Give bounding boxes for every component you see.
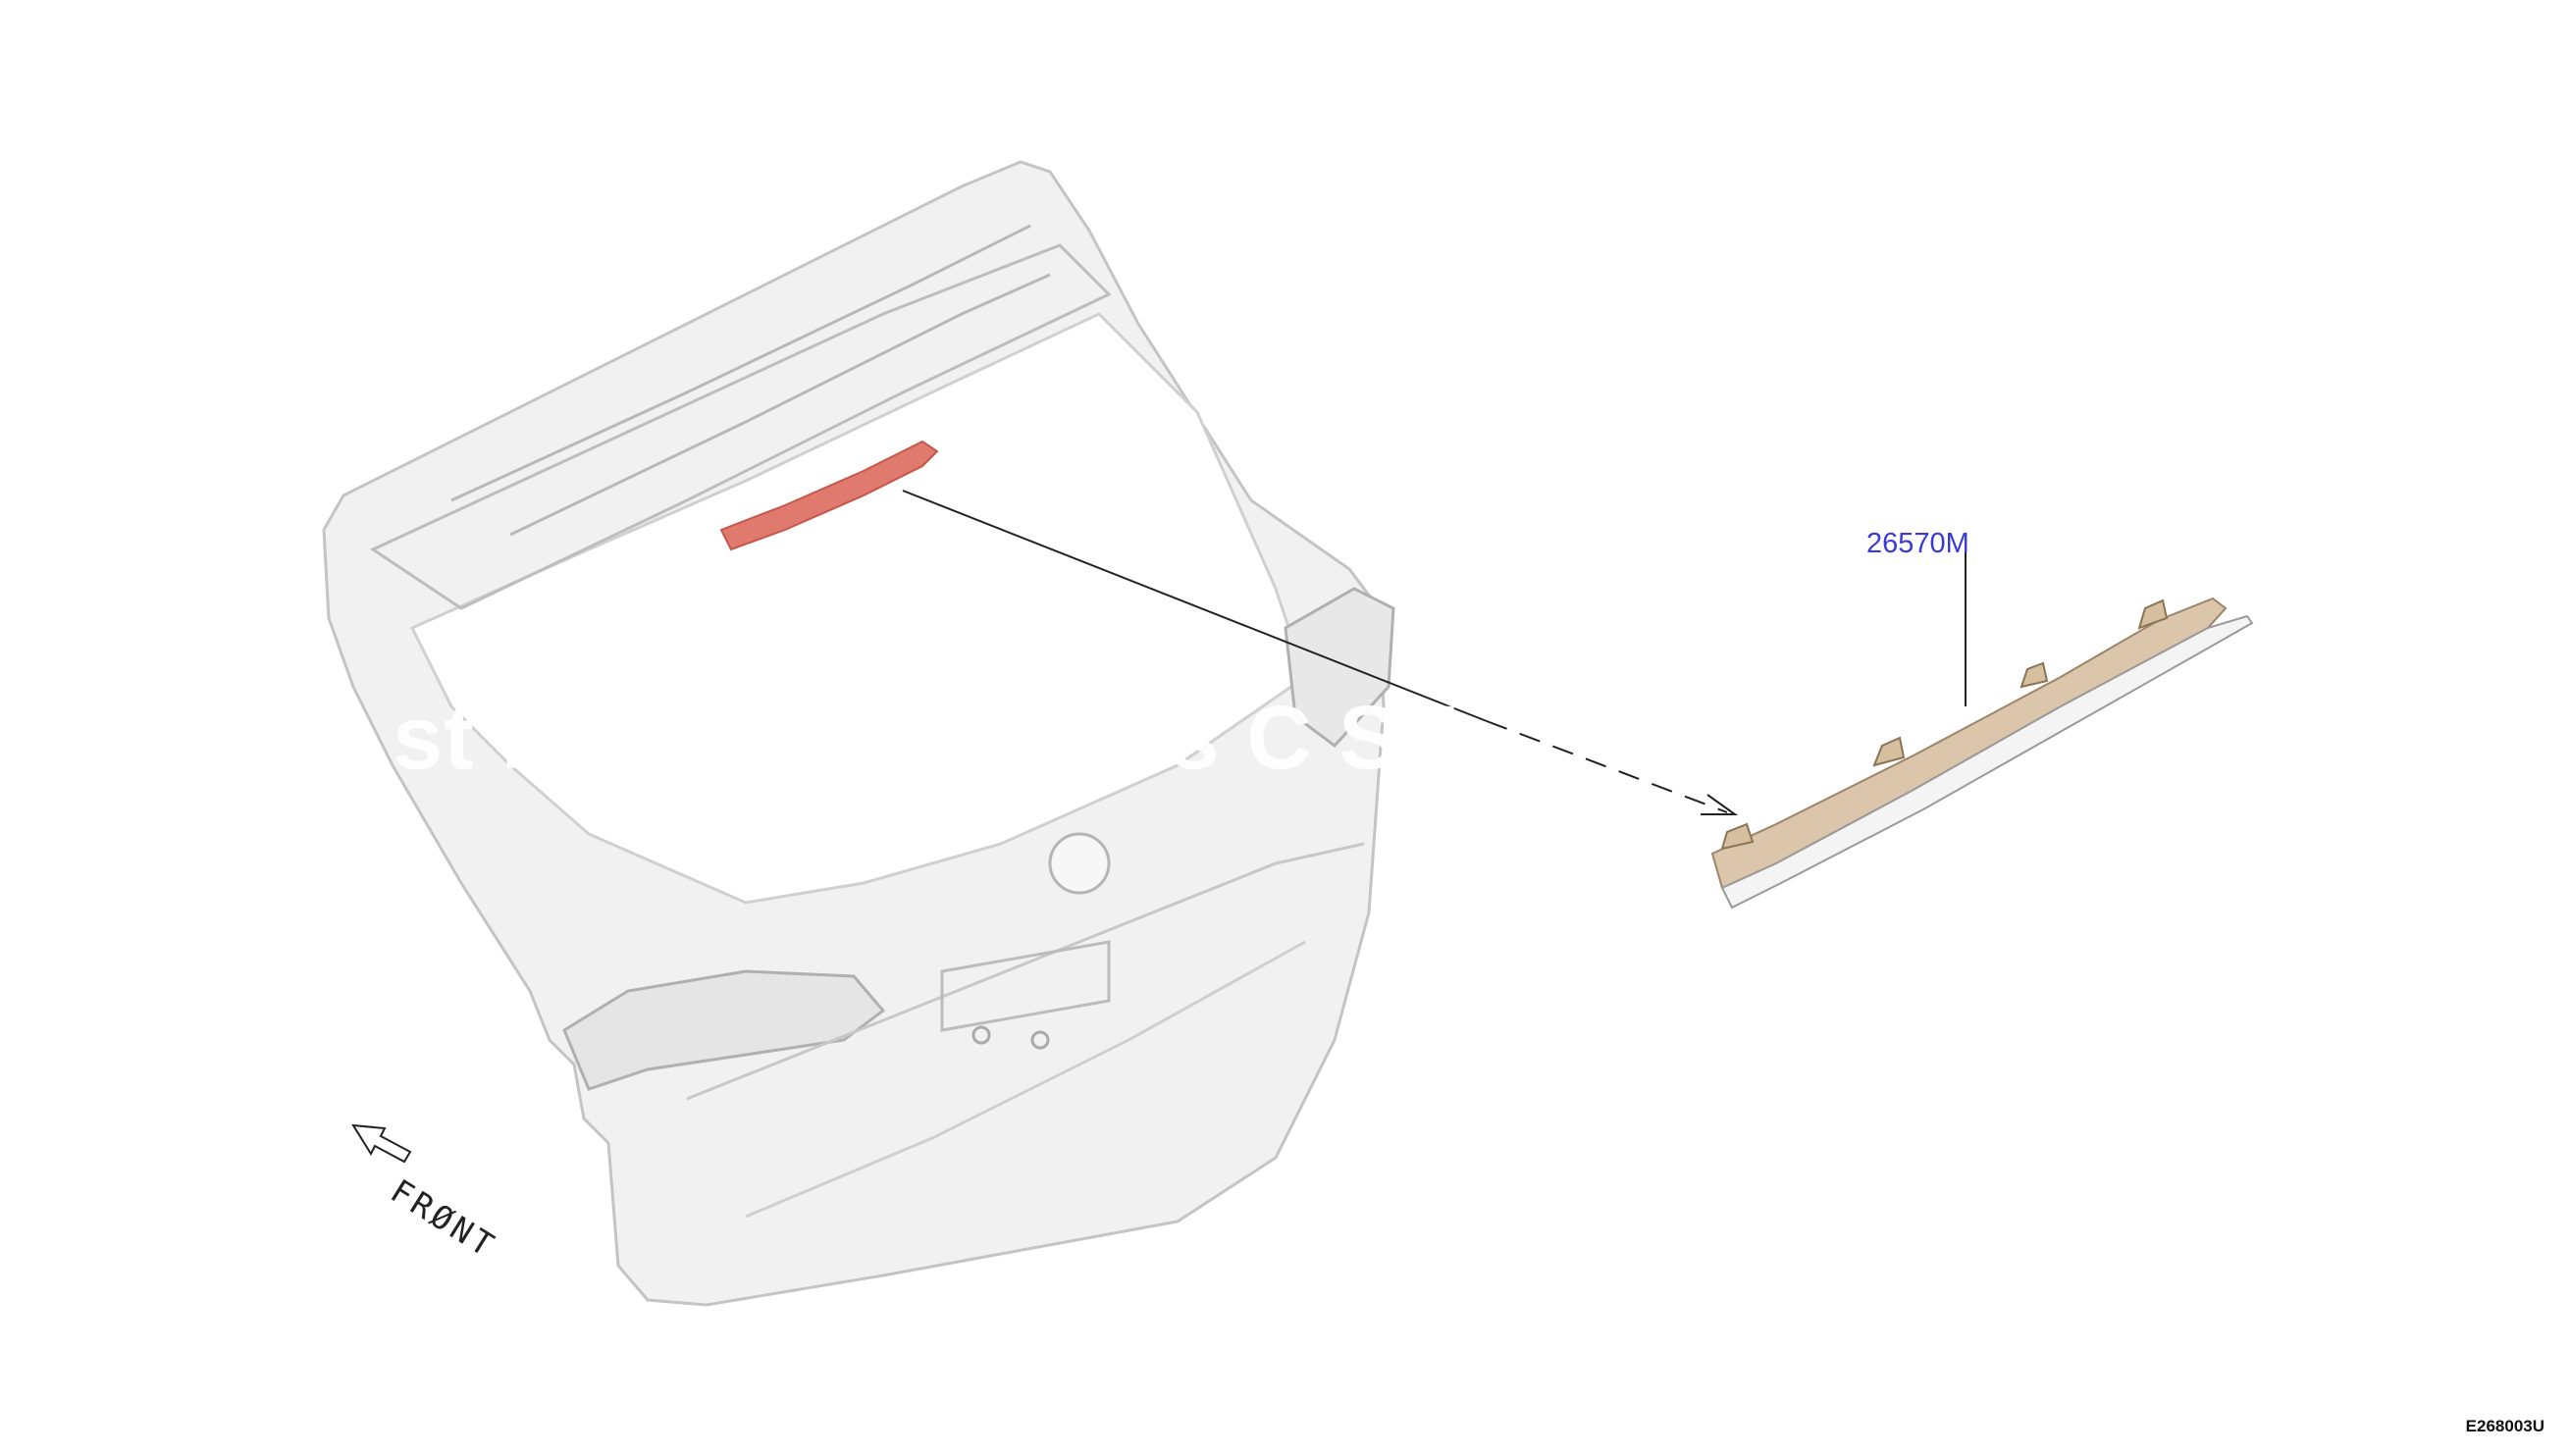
front-arrow-icon (351, 1123, 412, 1164)
license-plate-recess (940, 940, 1111, 1032)
mount-hole-2 (1030, 1030, 1050, 1050)
left-tail-lamp (562, 969, 886, 1091)
rear-camera (1048, 832, 1111, 895)
mount-clip-2 (1872, 736, 1906, 767)
stop-lamp-part (1710, 597, 2254, 910)
rear-window-glass (409, 312, 1307, 905)
leader-dashed (1486, 720, 1728, 813)
highlighted-stop-lamp-body (719, 440, 939, 551)
right-tail-lamp (1284, 587, 1395, 749)
mount-clip-4 (2137, 598, 2169, 630)
mount-clip-3 (2019, 661, 2049, 689)
upper-frame-detail-2 (509, 273, 1051, 537)
upper-frame-rail (369, 243, 1112, 610)
highlighted-stop-lamp (719, 440, 939, 551)
lower-panel-2 (745, 940, 1306, 1219)
upper-frame-detail (450, 224, 1031, 502)
lower-panel (686, 842, 1365, 1101)
stop-lamp-lens (1720, 614, 2254, 910)
leader-solid (902, 490, 1488, 722)
part-number-callout: 26570M (1866, 528, 1969, 559)
watermark-text: st Point Auto Parts C ST (393, 688, 1456, 788)
diagram-code: E268003U (2465, 1417, 2544, 1435)
mount-clip-1 (1720, 822, 1755, 851)
leader-arrow (902, 490, 1739, 815)
leader-arrowhead (1701, 794, 1739, 815)
mount-hole (971, 1025, 991, 1045)
tailgate-assembly (322, 160, 1395, 1307)
